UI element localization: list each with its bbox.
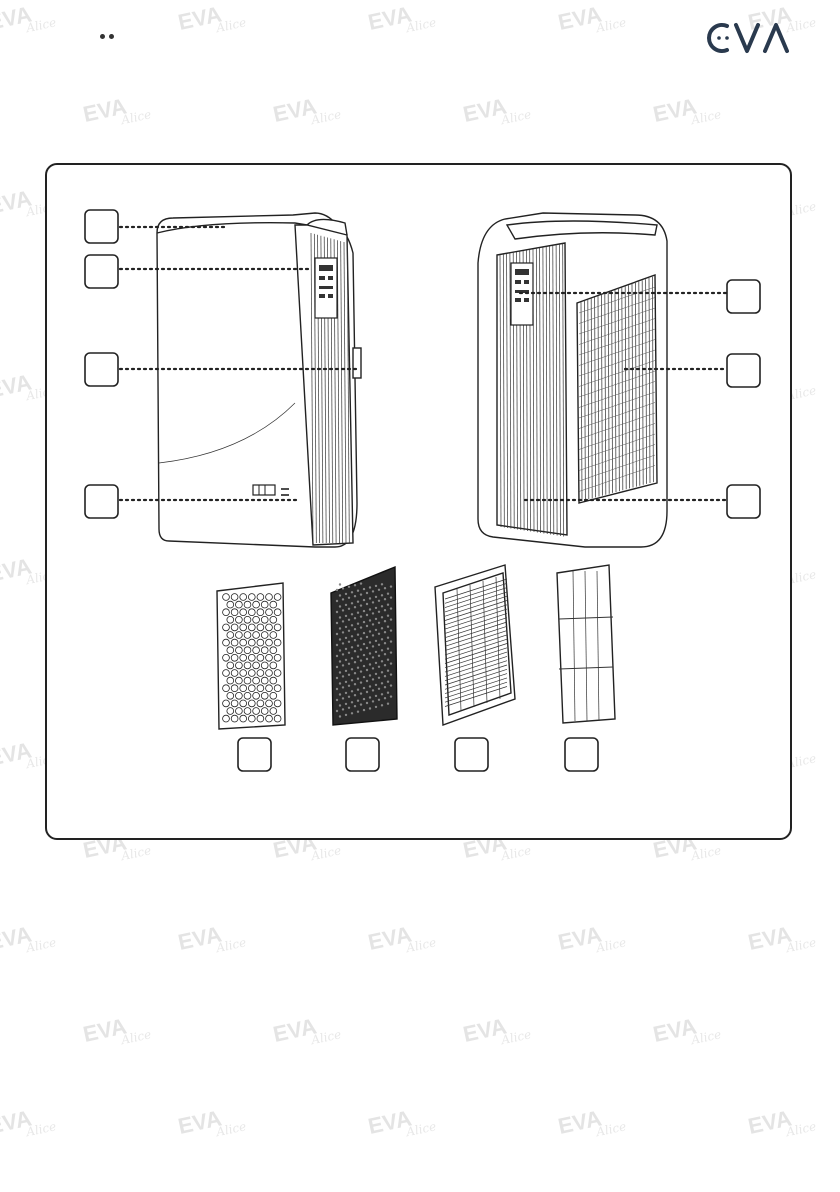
svg-text:Alice: Alice — [784, 1119, 817, 1139]
honeycomb-filter — [216, 582, 286, 730]
svg-text:Alice: Alice — [499, 843, 532, 863]
svg-text:Alice: Alice — [499, 107, 532, 127]
callout-box-4 — [84, 484, 119, 519]
svg-text:Alice: Alice — [24, 15, 57, 35]
pre-filter-mesh — [556, 564, 616, 724]
svg-text:Alice: Alice — [784, 15, 817, 35]
callout-box-7 — [726, 484, 761, 519]
svg-text:Alice: Alice — [689, 843, 722, 863]
svg-text:Alice: Alice — [214, 1119, 247, 1139]
callout-box-5 — [726, 279, 761, 314]
product-parts-diagram — [84, 209, 761, 772]
svg-text:Alice: Alice — [594, 935, 627, 955]
svg-text:Alice: Alice — [24, 1119, 57, 1139]
svg-text:Alice: Alice — [404, 15, 437, 35]
callout-box-9 — [345, 737, 380, 772]
svg-text:Alice: Alice — [499, 1027, 532, 1047]
rear-side-grille — [499, 243, 565, 537]
svg-text:Alice: Alice — [784, 751, 817, 771]
svg-text:Alice: Alice — [784, 567, 817, 587]
svg-text:Alice: Alice — [24, 935, 57, 955]
callout-box-2 — [84, 254, 119, 289]
svg-text:Alice: Alice — [309, 843, 342, 863]
svg-text:Alice: Alice — [784, 935, 817, 955]
svg-text:Alice: Alice — [594, 15, 627, 35]
svg-text:Alice: Alice — [119, 107, 152, 127]
svg-text:Alice: Alice — [309, 107, 342, 127]
callout-boxes — [84, 209, 761, 772]
callout-box-6 — [726, 353, 761, 388]
svg-text:Alice: Alice — [689, 107, 722, 127]
callout-box-3 — [84, 352, 119, 387]
front-display-icon — [252, 484, 289, 496]
eva-brand-logo — [707, 23, 789, 53]
rear-mesh-panel — [578, 276, 656, 502]
page-dots-icon — [100, 34, 114, 39]
hepa-filter — [434, 564, 516, 726]
svg-text:Alice: Alice — [404, 1119, 437, 1139]
svg-text:Alice: Alice — [689, 1027, 722, 1047]
svg-text:Alice: Alice — [214, 15, 247, 35]
purifier-rear-view — [477, 212, 668, 548]
svg-text:Alice: Alice — [119, 843, 152, 863]
svg-text:Alice: Alice — [594, 1119, 627, 1139]
callout-box-8 — [237, 737, 272, 772]
svg-text:Alice: Alice — [784, 383, 817, 403]
svg-text:Alice: Alice — [119, 1027, 152, 1047]
callout-box-10 — [454, 737, 489, 772]
svg-text:Alice: Alice — [404, 935, 437, 955]
front-control-panel — [314, 257, 338, 319]
callout-box-1 — [84, 209, 119, 244]
svg-text:Alice: Alice — [309, 1027, 342, 1047]
callout-box-11 — [564, 737, 599, 772]
activated-carbon-filter — [330, 565, 398, 726]
svg-text:Alice: Alice — [214, 935, 247, 955]
svg-text:Alice: Alice — [784, 199, 817, 219]
leader-lines — [118, 225, 729, 502]
purifier-front-view — [156, 212, 362, 548]
